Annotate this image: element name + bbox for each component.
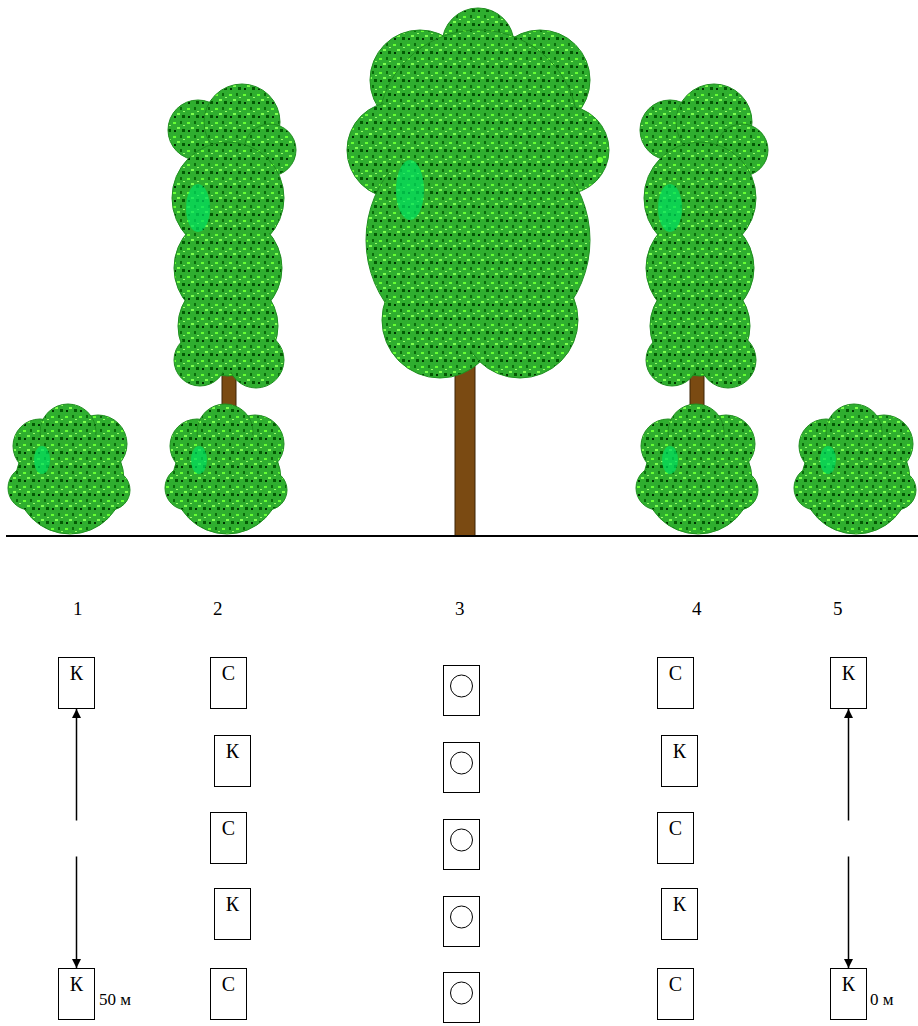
letter-box: С	[657, 968, 694, 1020]
letter-box: К	[58, 968, 95, 1020]
letter-box: К	[661, 735, 698, 787]
letter-box: С	[210, 657, 247, 709]
box-letter: К	[673, 893, 686, 915]
column-number: 5	[833, 598, 843, 620]
letter-box: К	[58, 657, 95, 709]
distance-label: 0 м	[870, 990, 894, 1010]
circle-box	[444, 666, 480, 1023]
distance-label: 50 м	[99, 990, 131, 1010]
column-number: 4	[692, 598, 702, 620]
box-letter: К	[70, 662, 83, 684]
column-number: 2	[213, 598, 223, 620]
letter-box: К	[830, 657, 867, 709]
box-letter: С	[669, 973, 682, 995]
box-letter: К	[842, 973, 855, 995]
box-letter: С	[669, 817, 682, 839]
letter-box: К	[830, 968, 867, 1020]
box-letter: К	[842, 662, 855, 684]
box-letter: К	[70, 973, 83, 995]
box-letter: С	[669, 662, 682, 684]
column-number: 3	[455, 598, 465, 620]
box-letter: К	[226, 740, 239, 762]
box-letter: К	[226, 893, 239, 915]
column-number: 1	[73, 598, 83, 620]
box-letter: С	[222, 973, 235, 995]
letter-box: С	[657, 657, 694, 709]
letter-box: К	[214, 735, 251, 787]
letter-box: С	[657, 812, 694, 864]
box-letter: К	[673, 740, 686, 762]
letter-box: С	[210, 812, 247, 864]
box-letter: С	[222, 662, 235, 684]
dimension-arrow	[76, 709, 78, 968]
box-letter: С	[222, 817, 235, 839]
letter-box: К	[661, 888, 698, 940]
letter-box: К	[214, 888, 251, 940]
dimension-arrow	[848, 709, 850, 968]
letter-box: С	[210, 968, 247, 1020]
